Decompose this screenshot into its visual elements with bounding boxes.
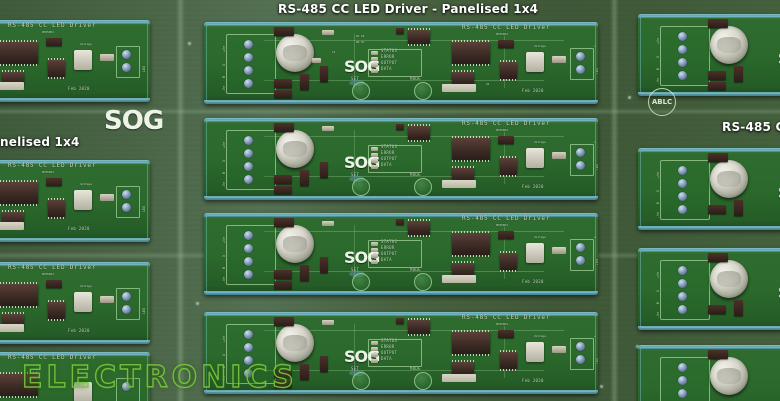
- led-label-status: STATUS: [381, 48, 398, 53]
- pcb-board-right-fragment-3: +Ve D B -Ve SOG: [638, 248, 780, 330]
- button-label-mode: MODE: [410, 76, 421, 81]
- pcb-board-left-fragment-4: RS-485 CC LED Driver: [0, 352, 150, 401]
- voltage-label: Voltage: [534, 44, 546, 48]
- pcb-board-right-fragment-2: +Ve D B -Ve SOG: [638, 148, 780, 230]
- led-label-output: OUTPUT: [381, 60, 398, 65]
- led-output-terminal: [570, 48, 594, 80]
- pcb-board-row1: +Ve D B -Ve SOG R4 R5 R6 R7 C5 STATUS ER…: [204, 22, 598, 104]
- board-date-code: Feb 2020: [522, 88, 544, 93]
- board-part-sub: PH25004: [496, 32, 508, 36]
- caption-title-left: nelised 1x4: [0, 135, 80, 149]
- pcb-board-left-fragment-2: LED RS-485 CC LED Driver PH25004 Feb 202…: [0, 160, 150, 242]
- board-part-name: RS-485 CC LED Driver: [462, 24, 551, 31]
- mode-button[interactable]: [414, 372, 432, 390]
- led-label-data: DATA: [381, 66, 392, 71]
- set-button[interactable]: [352, 372, 370, 390]
- button-label-set: SET: [351, 76, 360, 81]
- mode-button[interactable]: [414, 82, 432, 100]
- panel-gap-horizontal-1: [0, 108, 780, 115]
- manufacturer-round-logo: ABLC: [648, 88, 676, 116]
- pcb-board-row3: +Ve D B -Ve SOG STATUS ERROR OUTPUT DATA…: [204, 213, 598, 295]
- panel-gap-vertical-left: [176, 0, 185, 401]
- set-button[interactable]: [352, 273, 370, 291]
- electronics-watermark: ELECTRONICS: [21, 359, 298, 395]
- caption-title-right: RS-485 CC: [722, 120, 780, 134]
- pcb-board-left-fragment-1: LED RS-485 CC LED Driver PH25004 Feb 202…: [0, 20, 150, 102]
- crystal-oscillator: [526, 52, 544, 72]
- electrolytic-capacitor: [276, 34, 314, 72]
- set-button[interactable]: [352, 82, 370, 100]
- panel-brand-logo-left: SOG: [104, 106, 164, 136]
- led-label-error: ERROR: [381, 54, 395, 59]
- pcb-board-right-fragment-1: +Ve D B -Ve SOG: [638, 14, 780, 96]
- pcb-board-left-fragment-3: LED RS-485 CC LED Driver PH25004 Feb 202…: [0, 262, 150, 344]
- panel-gap-vertical-right: [610, 0, 619, 401]
- pcb-board-row4: +Ve D B -Ve SOG STATUS ERROR OUTPUT DATA…: [204, 312, 598, 394]
- programming-header: [442, 84, 476, 92]
- mode-button[interactable]: [414, 178, 432, 196]
- caption-title-top: RS-485 CC LED Driver - Panelised 1x4: [278, 2, 539, 16]
- set-button[interactable]: [352, 178, 370, 196]
- mode-button[interactable]: [414, 273, 432, 291]
- microcontroller-ic: [452, 40, 490, 66]
- pcb-board-row2: +Ve D B -Ve SOG STATUS ERROR OUTPUT DATA…: [204, 118, 598, 200]
- pcb-board-right-fragment-4: [638, 345, 780, 401]
